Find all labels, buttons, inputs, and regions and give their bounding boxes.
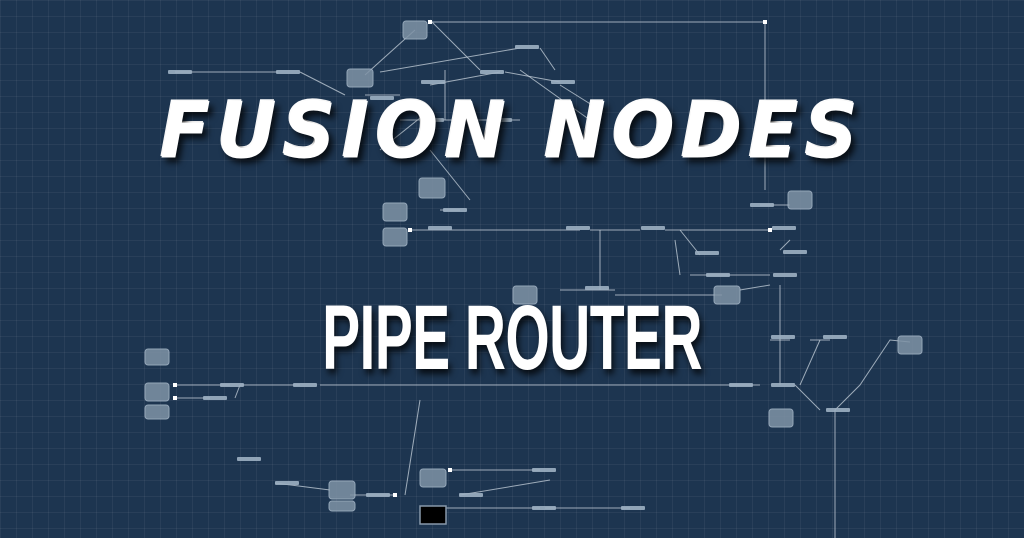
- connection-pipe: [539, 47, 556, 71]
- pipe-router-node: [783, 250, 807, 254]
- pipe-router-node: [621, 506, 645, 510]
- pipe-router-node: [771, 335, 795, 339]
- pipe-router-node: [826, 408, 850, 412]
- pipe-router-node: [459, 493, 483, 497]
- pipe-joint: [763, 20, 767, 24]
- connection-pipe: [519, 69, 591, 121]
- pipe-router-node: [551, 80, 575, 84]
- pipe-router-node: [729, 383, 753, 387]
- pipe-joint: [428, 20, 432, 24]
- pipe-joint: [173, 383, 177, 387]
- pipe-router-node: [566, 226, 590, 230]
- pipe-router-node: [750, 203, 774, 207]
- tool-node: [382, 202, 408, 222]
- pipe-router-node: [420, 118, 444, 122]
- tool-node: [419, 468, 447, 488]
- pipe-router-node: [772, 226, 796, 230]
- connection-pipe: [234, 384, 241, 399]
- tool-node: [768, 408, 794, 428]
- pipe-router-node: [641, 226, 665, 230]
- tool-node: [144, 404, 170, 420]
- pipe-router-node: [275, 481, 299, 485]
- tool-node: [328, 500, 356, 512]
- pipe-router-node: [366, 493, 390, 497]
- connection-pipe: [429, 149, 471, 201]
- pipe-joint: [393, 493, 397, 497]
- connection-pipe: [379, 47, 521, 73]
- pipe-router-node: [293, 383, 317, 387]
- connection-pipe: [299, 71, 346, 96]
- pipe-joint: [173, 396, 177, 400]
- tool-node: [144, 348, 170, 366]
- connection-pipe: [559, 84, 601, 111]
- tool-node: [897, 335, 923, 355]
- pipe-joint: [408, 228, 412, 232]
- tool-node: [787, 190, 813, 210]
- connection-pipe: [504, 71, 561, 83]
- page-title: FUSION NODES: [159, 85, 865, 177]
- pipe-router-node: [203, 396, 227, 400]
- pipe-router-node: [276, 70, 300, 74]
- pipe-router-node: [237, 457, 261, 461]
- connection-pipe: [794, 384, 821, 411]
- connection-pipe: [379, 109, 431, 151]
- pipe-router-node: [421, 80, 445, 84]
- tool-node: [713, 285, 741, 305]
- pipe-router-node: [515, 45, 539, 49]
- tool-node: [346, 68, 374, 88]
- pipe-router-node: [706, 273, 730, 277]
- tool-node: [328, 480, 356, 500]
- connection-pipe: [779, 239, 791, 251]
- pipe-router-node: [532, 468, 556, 472]
- connection-pipe: [739, 284, 771, 291]
- tool-node: [402, 20, 428, 40]
- pipe-router-node: [771, 383, 795, 387]
- connection-pipe: [404, 399, 421, 496]
- connection-pipe: [679, 229, 701, 256]
- page-subtitle: PIPE ROUTER: [322, 287, 702, 389]
- tool-node: [144, 382, 170, 402]
- connection-pipe: [459, 479, 551, 496]
- pipe-router-node: [443, 208, 467, 212]
- pipe-router-node: [823, 335, 847, 339]
- connection-pipe: [799, 339, 821, 386]
- pipe-router-node: [585, 286, 609, 290]
- pipe-router-node: [370, 96, 394, 100]
- pipe-router-node: [480, 70, 504, 74]
- pipe-router-node: [695, 251, 719, 255]
- tool-node: [418, 177, 446, 199]
- connection-pipe: [429, 19, 481, 71]
- tool-node: [512, 285, 538, 305]
- pipe-router-node: [532, 506, 556, 510]
- tool-node: [382, 227, 408, 247]
- pipe-router-node: [168, 70, 192, 74]
- pipe-router-node: [428, 226, 452, 230]
- connection-pipe: [674, 239, 681, 276]
- pipe-joint: [448, 468, 452, 472]
- pipe-router-node: [773, 273, 797, 277]
- pipe-joint: [768, 228, 772, 232]
- pipe-router-node: [220, 383, 244, 387]
- media-viewer-node: [419, 505, 447, 525]
- pipe-router-node: [488, 118, 512, 122]
